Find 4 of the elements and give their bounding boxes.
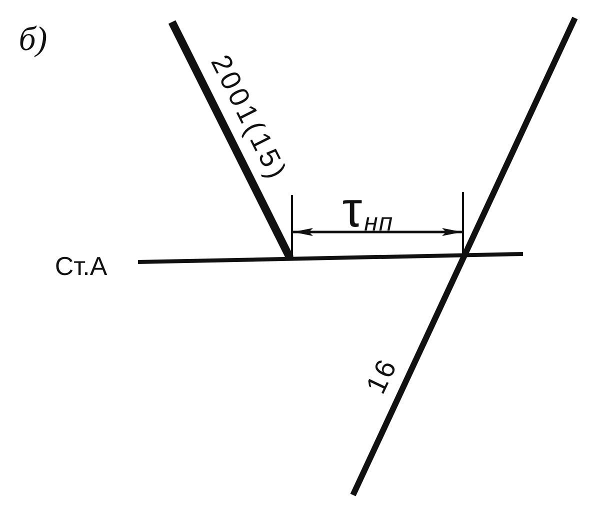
panel-label: б) [18,23,48,57]
station-label: Ст.А [54,253,108,279]
train-number-label: 16 [362,354,402,398]
dimension-label: τ$_{нп}$ [342,184,394,236]
